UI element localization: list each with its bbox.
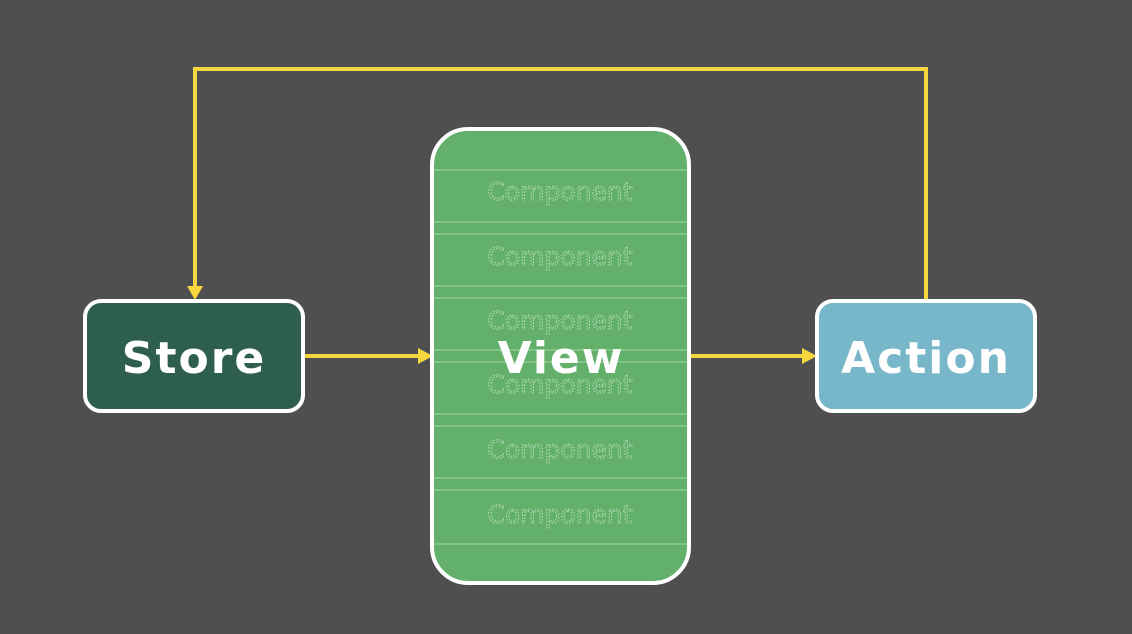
- action-to-store-arrowhead: [187, 286, 203, 300]
- view-to-action-arrowhead: [802, 348, 817, 364]
- view-label: View: [498, 333, 625, 384]
- view-box: [430, 127, 691, 585]
- action-to-store-arrow: [193, 67, 928, 302]
- action-label: Action: [841, 333, 1011, 384]
- store-node: Store: [83, 299, 305, 413]
- store-label: Store: [122, 333, 267, 384]
- component-label: Component: [487, 242, 632, 271]
- store-to-view-arrowhead: [418, 348, 433, 364]
- store-box: [83, 299, 305, 413]
- component-label: Component: [487, 435, 632, 464]
- component-label: Component: [487, 370, 632, 399]
- component-label: Component: [487, 177, 632, 206]
- view-node: Component Component Component Component …: [430, 127, 691, 585]
- component-label: Component: [487, 306, 632, 335]
- action-node: Action: [815, 299, 1037, 413]
- action-box: [815, 299, 1037, 413]
- component-label: Component: [487, 500, 632, 529]
